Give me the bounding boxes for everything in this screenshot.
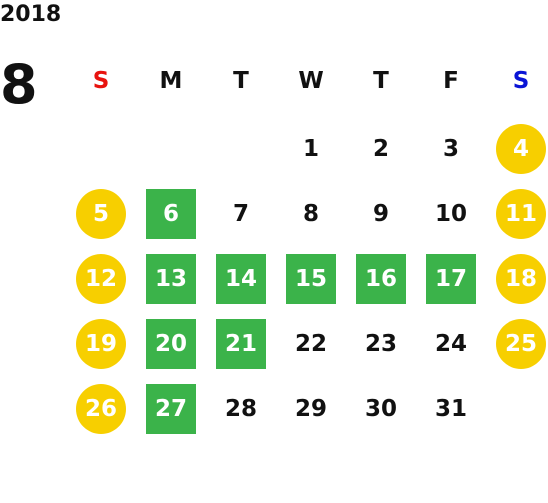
calendar-day-17[interactable]: 17	[426, 254, 476, 304]
calendar-month: 8	[0, 53, 38, 116]
calendar-day-18[interactable]: 18	[496, 254, 546, 304]
calendar-day-7[interactable]: 7	[232, 201, 249, 227]
calendar-day-5[interactable]: 5	[76, 189, 126, 239]
weekday-header-sunday: S	[92, 68, 110, 94]
calendar-day-8[interactable]: 8	[302, 201, 319, 227]
calendar-day-3[interactable]: 3	[442, 136, 459, 162]
calendar-day-30[interactable]: 30	[364, 396, 397, 422]
calendar-day-13[interactable]: 13	[146, 254, 196, 304]
calendar-day-14[interactable]: 14	[216, 254, 266, 304]
calendar-day-11[interactable]: 11	[496, 189, 546, 239]
calendar-day-4[interactable]: 4	[496, 124, 546, 174]
calendar-day-20[interactable]: 20	[146, 319, 196, 369]
weekday-header-tuesday: T	[233, 68, 249, 94]
weekday-header-saturday: S	[512, 68, 530, 94]
calendar-day-9[interactable]: 9	[372, 201, 389, 227]
calendar-day-27[interactable]: 27	[146, 384, 196, 434]
weekday-header-monday: M	[159, 68, 183, 94]
calendar-day-31[interactable]: 31	[434, 396, 467, 422]
calendar-day-19[interactable]: 19	[76, 319, 126, 369]
calendar-day-29[interactable]: 29	[294, 396, 327, 422]
calendar-day-23[interactable]: 23	[364, 331, 397, 357]
calendar-day-21[interactable]: 21	[216, 319, 266, 369]
calendar-day-15[interactable]: 15	[286, 254, 336, 304]
calendar-day-12[interactable]: 12	[76, 254, 126, 304]
calendar-day-22[interactable]: 22	[294, 331, 327, 357]
calendar-day-16[interactable]: 16	[356, 254, 406, 304]
calendar-day-6[interactable]: 6	[146, 189, 196, 239]
calendar-day-2[interactable]: 2	[372, 136, 389, 162]
weekday-header-thursday: T	[373, 68, 389, 94]
calendar-day-26[interactable]: 26	[76, 384, 126, 434]
calendar-day-25[interactable]: 25	[496, 319, 546, 369]
weekday-header-wednesday: W	[298, 68, 324, 94]
calendar-day-24[interactable]: 24	[434, 331, 467, 357]
calendar-day-1[interactable]: 1	[302, 136, 319, 162]
calendar-day-10[interactable]: 10	[434, 201, 467, 227]
weekday-header-friday: F	[443, 68, 459, 94]
calendar-year: 2018	[0, 2, 62, 27]
calendar-day-28[interactable]: 28	[224, 396, 257, 422]
